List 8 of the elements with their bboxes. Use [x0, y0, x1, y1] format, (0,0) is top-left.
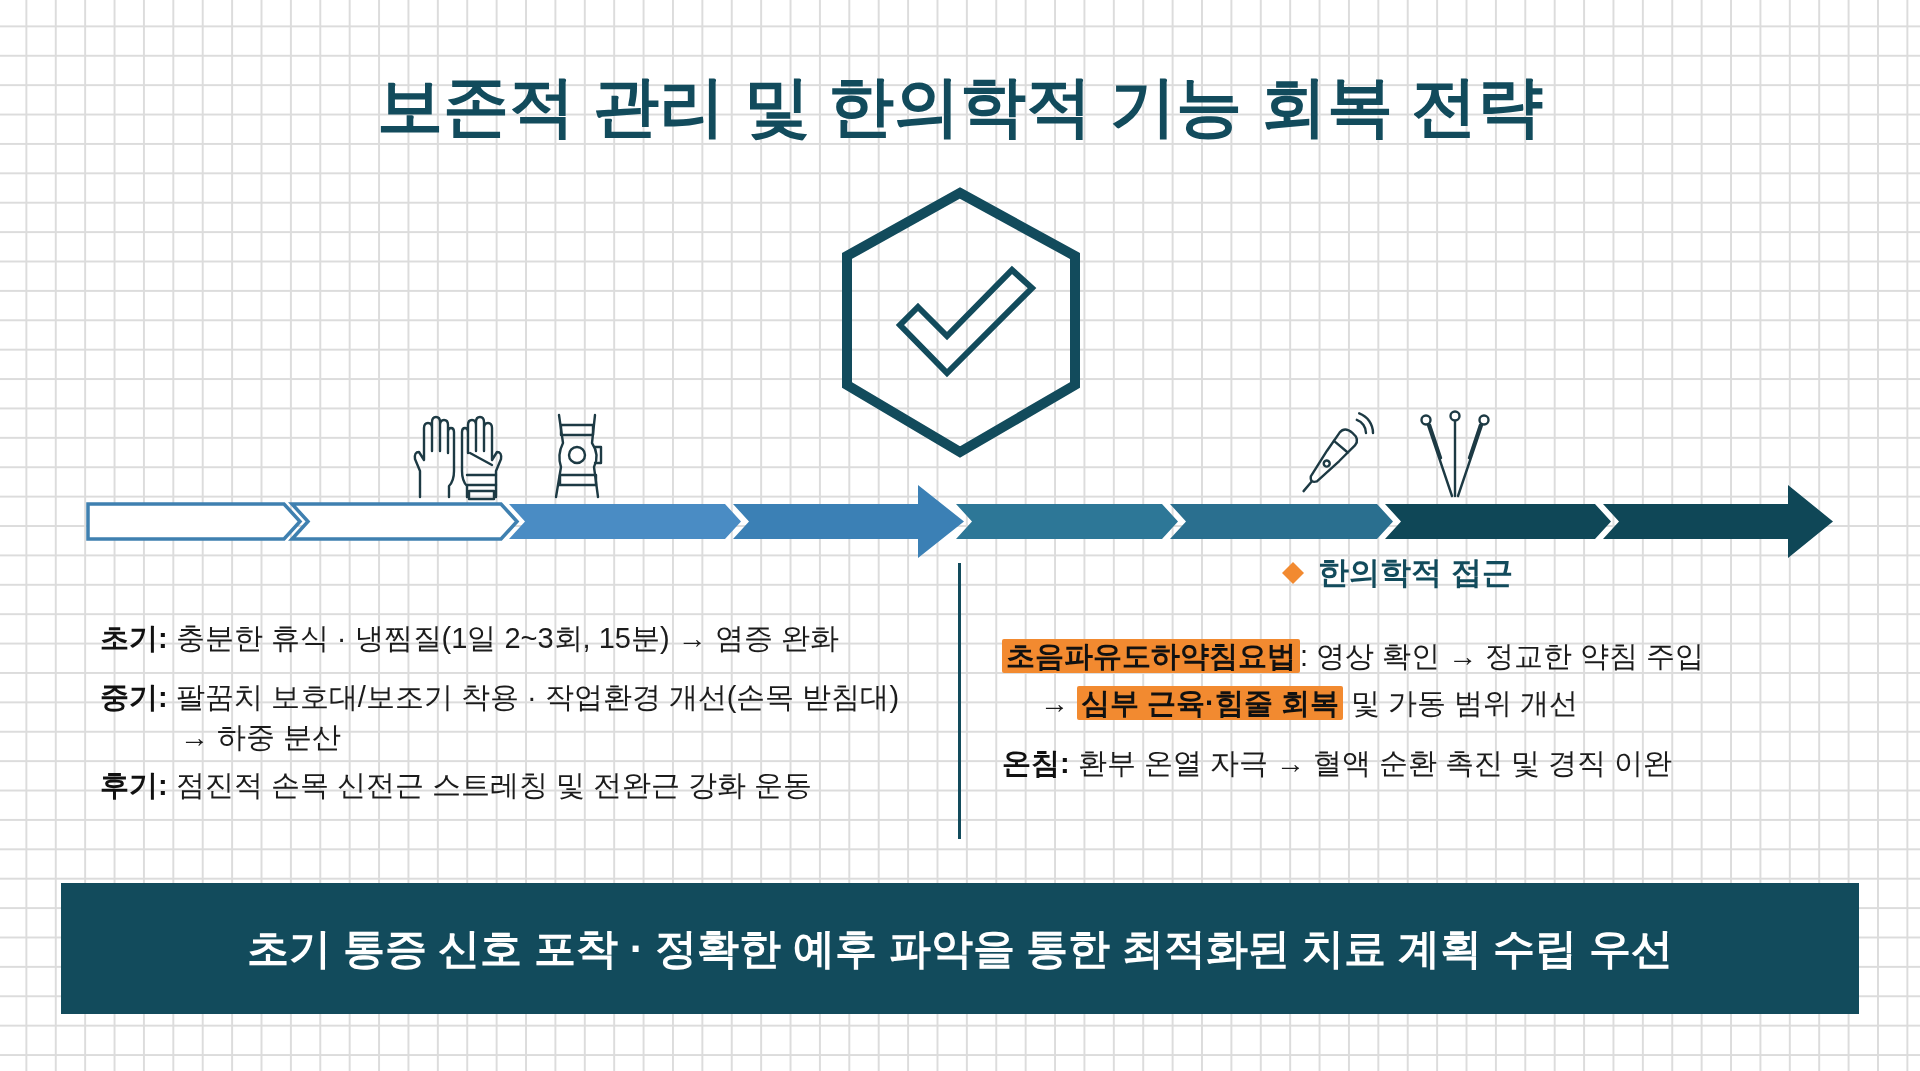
phase-step-text: 초기: 충분한 휴식 · 냉찜질(1일 2~3회, 15분) → 염증 완화 — [100, 621, 839, 656]
title-heading: 보존적 관리 및 한의학적 기능 회복 전략 — [377, 68, 1543, 145]
summary-banner: 초기 통증 신호 포착 · 정확한 예후 파악을 통한 최적화된 치료 계획 수립 우선 — [61, 883, 1859, 1014]
phase-step-text: 후기: 점진적 손목 신전근 스트레칭 및 전완근 강화 운동 — [100, 768, 813, 803]
phase-step-text: 중기: 팔꿈치 보호대/보조기 착용 · 작업환경 개선(손목 받침대) → 하중 분산 — [100, 680, 901, 755]
therapy-text: 온침: 환부 온열 자극 → 혈액 순환 촉진 및 경직 이완 — [1002, 746, 1673, 781]
section-heading: 한의학적 접근 — [1318, 554, 1513, 592]
therapy-text: 초음파유도하약침요법: 영상 확인 → 정교한 약침 주입 → 심부 근육·힘줄 회복 및 가동 범위 개선 — [1002, 633, 1722, 727]
